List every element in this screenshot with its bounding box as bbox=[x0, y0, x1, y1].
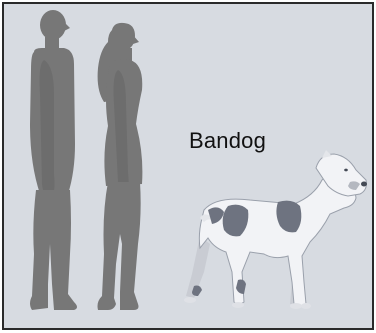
breed-name-label: Bandog bbox=[189, 128, 266, 154]
woman-silhouette bbox=[98, 23, 143, 310]
dog-illustration bbox=[184, 150, 367, 309]
size-comparison-figure: Bandog bbox=[2, 2, 374, 330]
man-silhouette bbox=[30, 10, 77, 310]
comparison-scene bbox=[4, 4, 372, 328]
